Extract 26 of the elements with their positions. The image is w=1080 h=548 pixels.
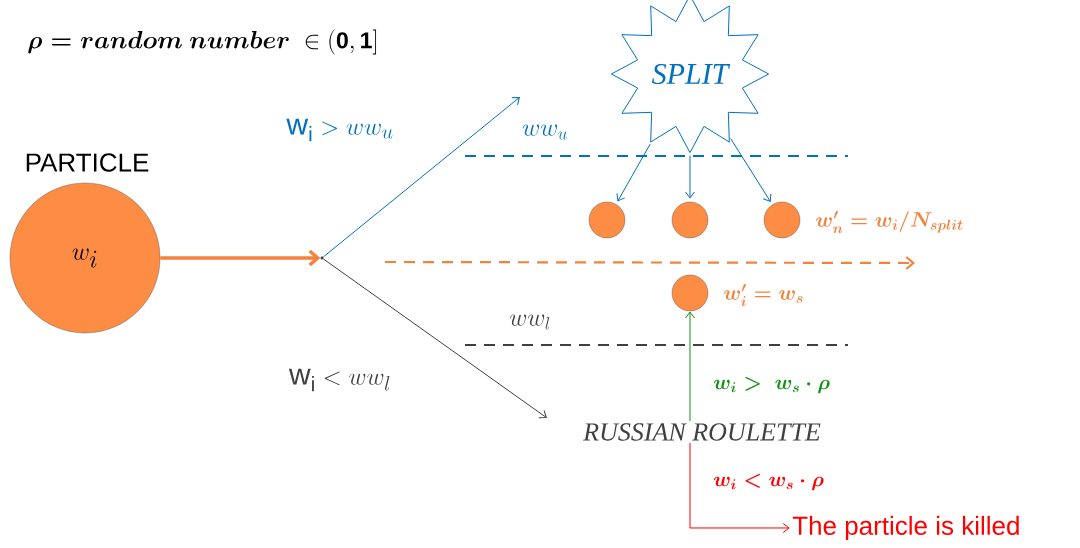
particle-circle: [671, 201, 709, 239]
arrow: [685, 311, 695, 422]
edge-label: $\boldsymbol{w_i < w_s \cdot \rho}$: [712, 472, 825, 492]
particle-circle: [671, 274, 709, 312]
arrow: [160, 249, 321, 267]
roulette-label: RUSSIAN ROULETTE: [583, 423, 821, 441]
outcome-label: The particle is killed: [792, 515, 1019, 541]
arrow: [689, 442, 790, 533]
threshold-label: $ww_l$: [509, 314, 550, 330]
weight-formula: $\boldsymbol{w'_n = w_i/N_{split}}$: [816, 210, 963, 234]
particle-heading: PARTICLE: [26, 153, 149, 172]
formula-text: $\boldsymbol{\rho = random\ number}\ \in (\mathbf{0},\mathbf{1}]$: [28, 29, 377, 55]
starburst: SPLIT: [610, 0, 770, 154]
weight-formula: $\boldsymbol{w'_i = w_s}$: [724, 283, 803, 307]
particle-circle: [763, 201, 801, 239]
arrow: [322, 97, 520, 258]
arrow: [616, 143, 651, 202]
edge-label: $\boldsymbol{w_i >\ w_s \cdot \rho}$: [712, 375, 831, 395]
threshold-label: $ww_u$: [522, 124, 567, 140]
arrow: [730, 138, 772, 202]
particle-circle: [588, 201, 626, 239]
arrow: [685, 155, 695, 199]
condition-label: $\mathrm{w}_{\mathrm{i}} > ww_u$: [286, 118, 393, 142]
condition-label: $\mathrm{w}_{\mathrm{i}} < ww_l$: [288, 368, 390, 392]
arrow: [322, 258, 547, 419]
branch-point: [320, 256, 324, 260]
